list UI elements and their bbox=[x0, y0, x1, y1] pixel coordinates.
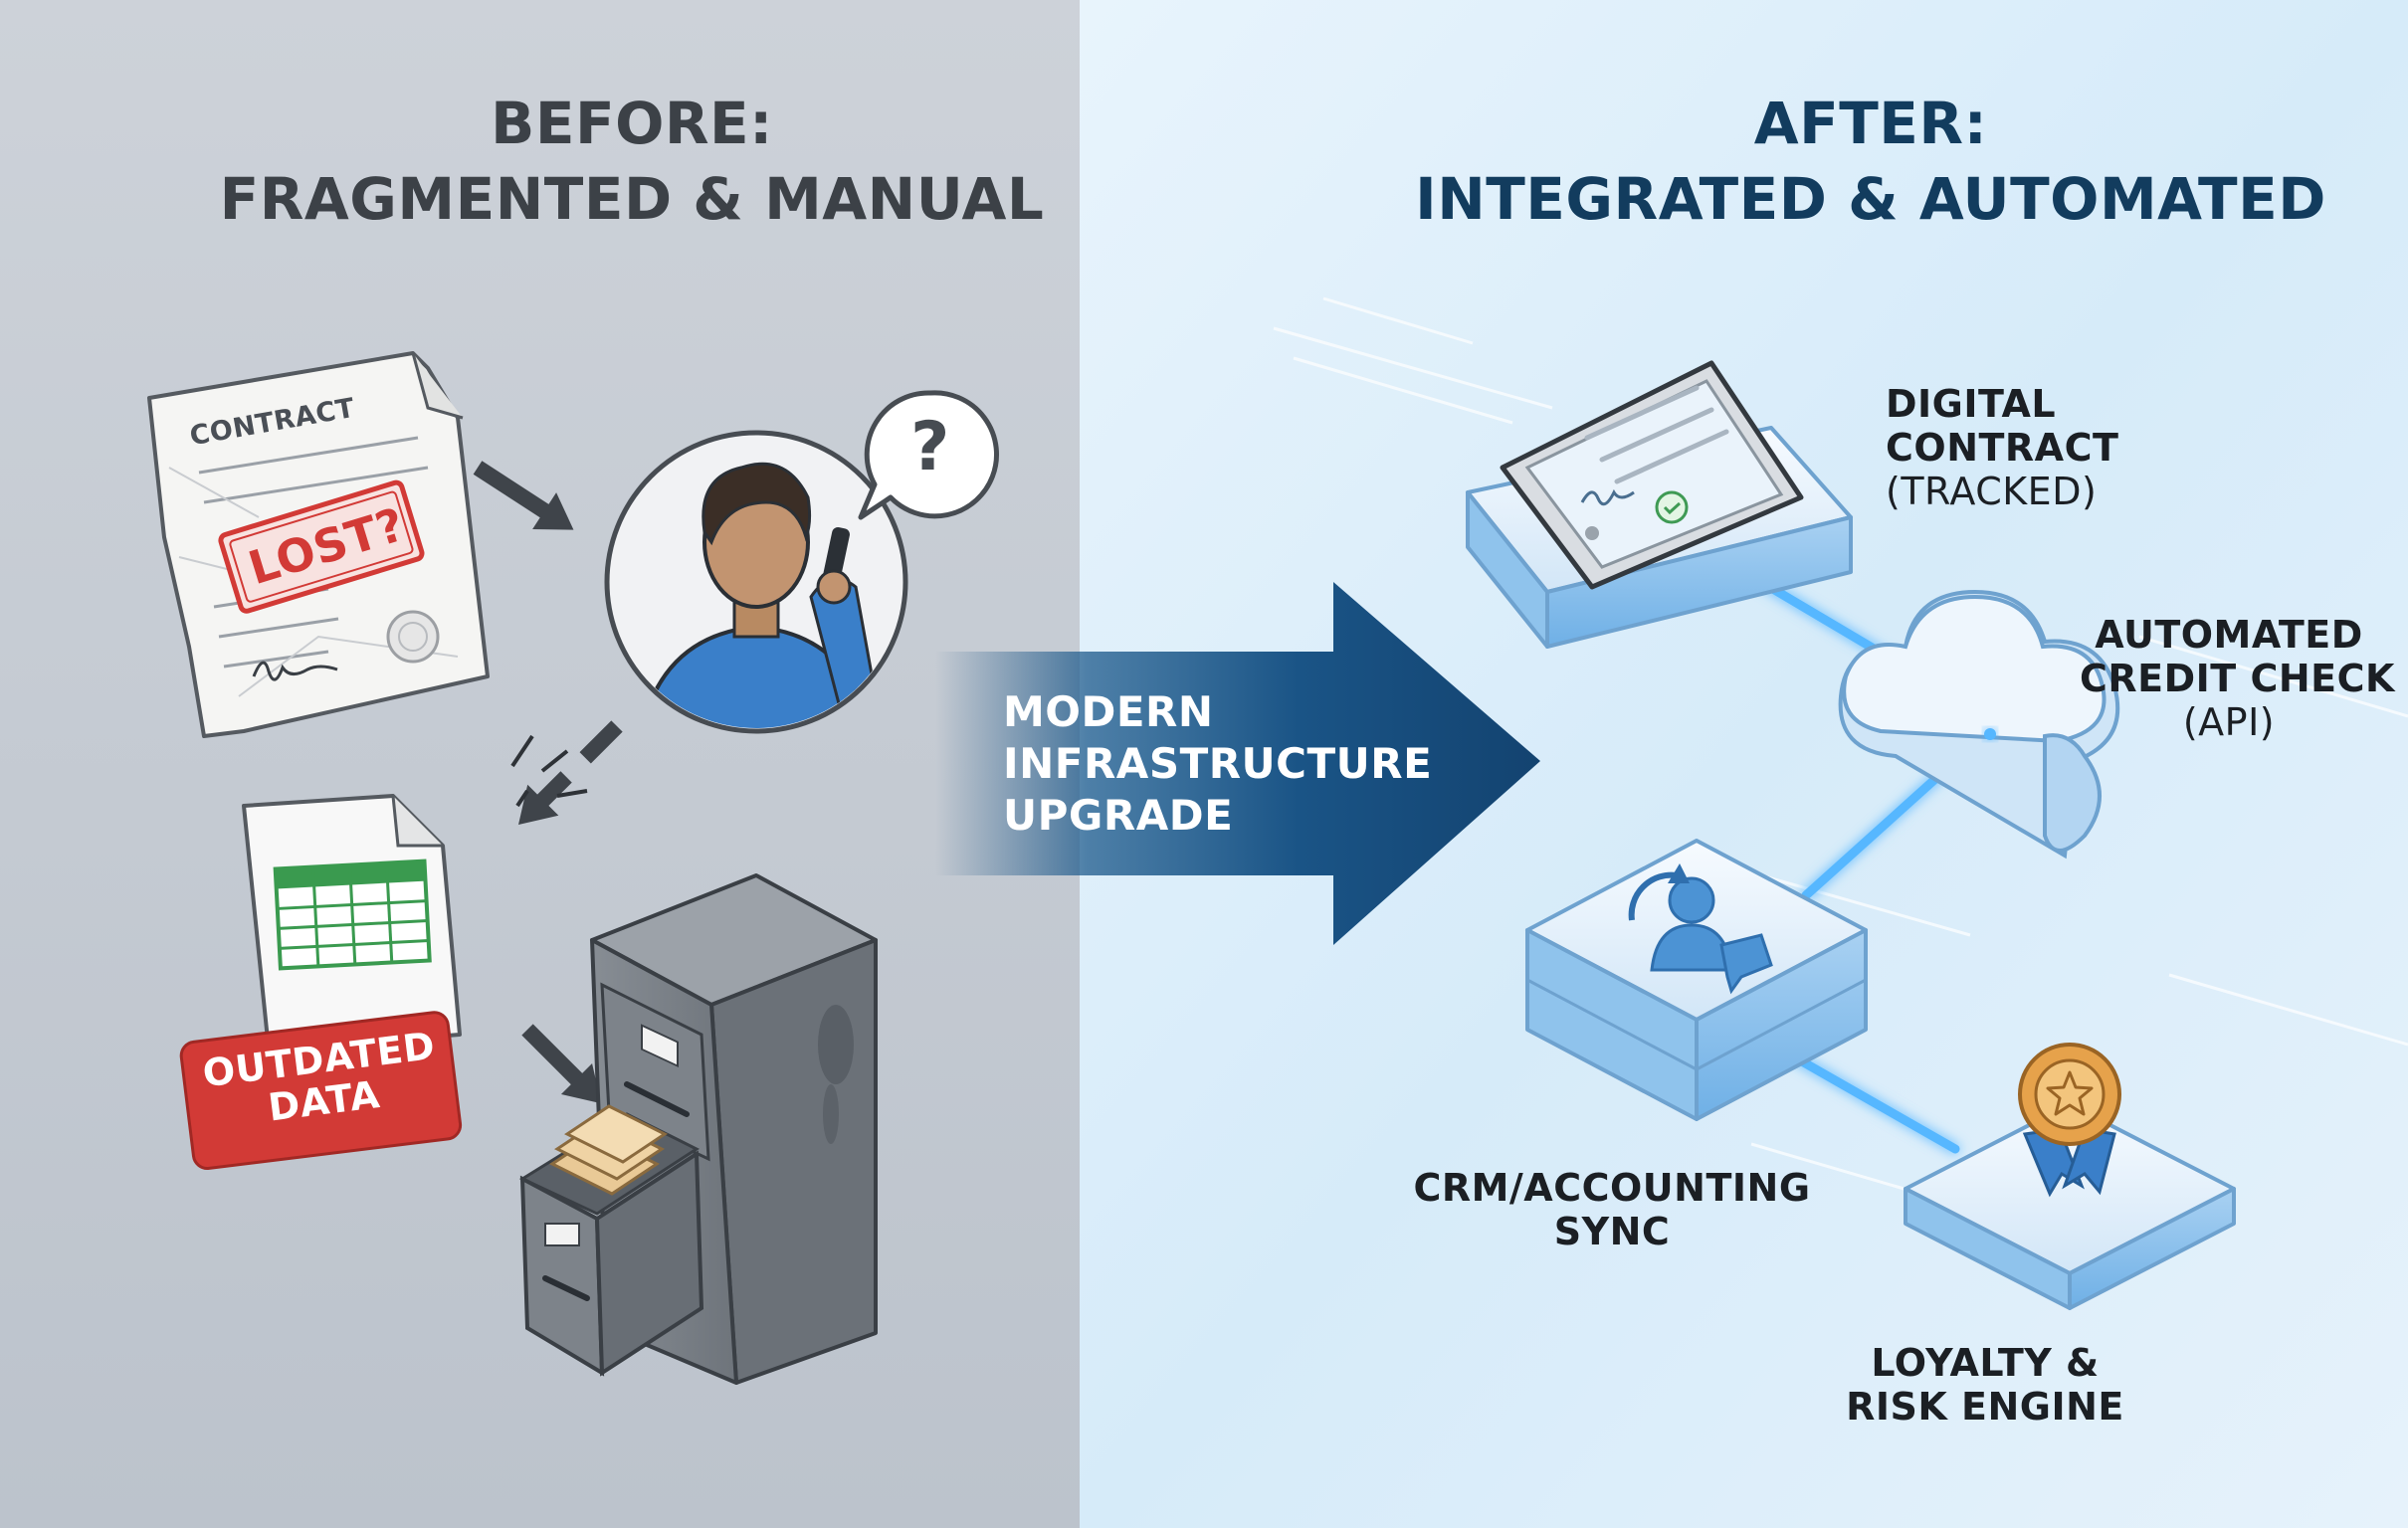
node-3-line2: RISK ENGINE bbox=[1846, 1385, 2124, 1429]
before-title-line1: BEFORE: bbox=[491, 90, 773, 157]
upgrade-line2: INFRASTRUCTURE bbox=[1003, 739, 1433, 788]
node-label-loyalty-risk: LOYALTY & RISK ENGINE bbox=[1831, 1341, 2139, 1429]
node-label-digital-contract: DIGITAL CONTRACT (TRACKED) bbox=[1886, 382, 2118, 513]
node-0-line1: DIGITAL bbox=[1886, 382, 2057, 426]
after-title-line1: AFTER: bbox=[1753, 90, 1988, 157]
digital-contract-tablet-icon bbox=[1466, 360, 1853, 649]
before-title: BEFORE: FRAGMENTED & MANUAL bbox=[0, 86, 1264, 237]
after-title-line2: INTEGRATED & AUTOMATED bbox=[1415, 165, 2326, 233]
node-0-line2: CONTRACT bbox=[1886, 426, 2119, 470]
flow-arrows bbox=[473, 461, 623, 1104]
node-label-credit-check: AUTOMATED CREDIT CHECK (API) bbox=[2080, 613, 2395, 744]
cloud-api-icon bbox=[1838, 589, 2120, 860]
node-1-line2: CREDIT CHECK bbox=[2080, 657, 2395, 700]
node-2-line1: CRM/ACCOUNTING bbox=[1413, 1166, 1811, 1210]
node-2-line2: SYNC bbox=[1553, 1210, 1671, 1253]
crumpled-contract-icon bbox=[147, 351, 490, 738]
upgrade-line1: MODERN bbox=[1003, 687, 1214, 736]
node-1-line1: AUTOMATED bbox=[2095, 613, 2363, 657]
before-title-line2: FRAGMENTED & MANUAL bbox=[219, 165, 1045, 233]
node-3-line1: LOYALTY & bbox=[1871, 1341, 2100, 1385]
outdated-data-stamp bbox=[179, 1011, 463, 1170]
node-1-line3: (API) bbox=[2182, 700, 2276, 744]
loyalty-risk-platform-icon bbox=[1904, 1043, 2236, 1310]
upgrade-arrow bbox=[935, 582, 1540, 945]
upgrade-line3: UPGRADE bbox=[1003, 791, 1234, 840]
node-0-line3: (TRACKED) bbox=[1886, 470, 2098, 513]
filing-cabinet-icon bbox=[518, 873, 878, 1385]
spreadsheet-file-icon bbox=[242, 794, 462, 1051]
upgrade-arrow-label: MODERN INFRASTRUCTURE UPGRADE bbox=[1003, 686, 1432, 842]
question-mark-icon: ? bbox=[910, 408, 950, 486]
node-label-crm-sync: CRM/ACCOUNTING SYNC bbox=[1403, 1166, 1821, 1253]
after-title: AFTER: INTEGRATED & AUTOMATED bbox=[1393, 86, 2348, 237]
crm-sync-platform-icon bbox=[1525, 839, 1868, 1121]
